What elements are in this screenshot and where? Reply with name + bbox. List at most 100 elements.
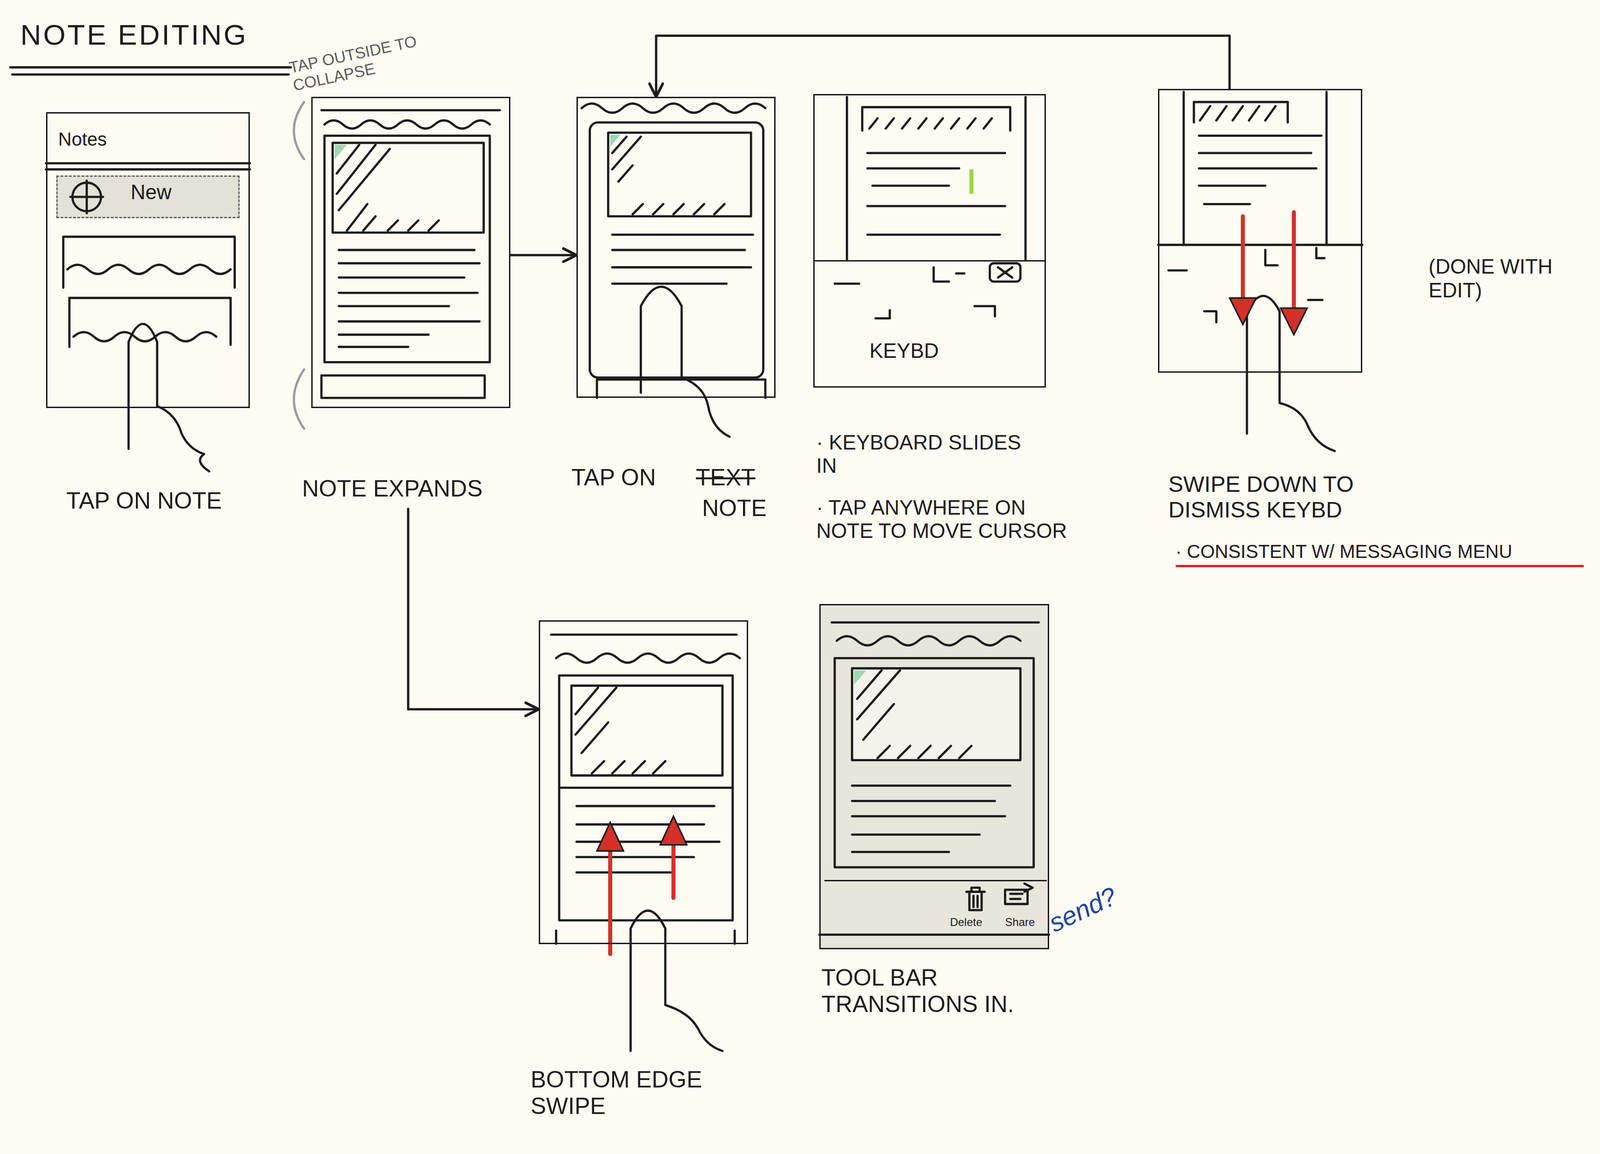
sketch-stroke (1158, 243, 1363, 247)
sketch-stroke (294, 101, 305, 429)
phone-screen: NotesTAP ON NOTENew (46, 112, 251, 409)
green-accents (334, 134, 867, 685)
sketch-stroke (575, 687, 666, 774)
phone-screen: TOOL BAR TRANSITIONS IN.DeleteShare (819, 603, 1049, 949)
step-caption: TAP ON (571, 464, 684, 492)
step-caption: BOTTOM EDGE SWIPE (530, 1066, 765, 1120)
keyboard-label: KEYBD (869, 339, 939, 363)
phone-screen: BOTTOM EDGE SWIPE (538, 620, 749, 944)
shaded-screen (819, 603, 1049, 949)
step-caption: SWIPE DOWN TO DISMISS KEYBD (1168, 471, 1392, 523)
sketch-stroke (336, 144, 439, 231)
sketch-stroke (596, 379, 766, 398)
sketch-stroke (589, 122, 764, 378)
sketch-stroke (1010, 883, 1033, 899)
sketch-stroke (610, 212, 1294, 954)
button-label: New (130, 180, 172, 205)
toolbar: Delete Share (824, 879, 1047, 933)
sketch-stroke (596, 297, 1307, 851)
button-fill (56, 175, 241, 219)
step-caption: NOTE EXPANDS (301, 475, 522, 503)
sketch-stroke (610, 134, 621, 147)
step-caption: NOTE (702, 495, 794, 523)
screen-header: Notes (58, 128, 191, 150)
sketch-stroke (581, 103, 766, 114)
sketch-stroke (70, 180, 103, 214)
sketch-stroke (332, 142, 484, 233)
sketch-stroke (571, 685, 723, 776)
struck-word: TEXT (696, 464, 778, 492)
step-note: · CONSISTENT W/ MESSAGING MENU (1175, 540, 1584, 568)
step-note: · KEYBOARD SLIDES IN (816, 430, 1031, 478)
sketch-stroke (128, 323, 209, 472)
sketch-stroke (856, 670, 972, 759)
sketch-stroke (834, 657, 1034, 868)
sketch-stroke (338, 249, 480, 347)
toolbar-label: Delete (950, 915, 983, 929)
phone-screen: NOTE EXPANDS (311, 96, 511, 409)
sketch-stroke (1198, 135, 1322, 205)
sketch-stroke (576, 805, 720, 873)
sketch-stroke (831, 621, 1039, 624)
phone-screen: · KEYBOARD SLIDES IN· TAP ANYWHERE ON NO… (813, 93, 1046, 389)
sketch-stroke (324, 120, 490, 129)
sketch-stroke (966, 887, 985, 911)
sketch-stroke (559, 786, 733, 789)
side-note: (DONE WITH EDIT) (1428, 254, 1582, 302)
sketch-stroke (612, 136, 725, 215)
sketch-stroke (559, 675, 733, 921)
sketch-stroke (612, 234, 754, 284)
question-note: send? (1044, 881, 1122, 939)
step-caption: TAP ON NOTE (66, 487, 287, 515)
text-cursor (969, 169, 974, 195)
sketch-strokes (10, 67, 1363, 1052)
sketch-stroke (867, 153, 1005, 235)
sketch-stroke (640, 286, 730, 437)
step-note: · TAP ANYWHERE ON NOTE TO MOVE CURSOR (816, 495, 1077, 543)
sketch-stroke (324, 135, 490, 363)
sketch-stroke (851, 668, 1021, 760)
sketch-stroke (69, 297, 231, 347)
sketch-stroke (63, 236, 235, 288)
sketch-stroke (321, 375, 485, 398)
sketch-stroke (555, 653, 740, 663)
sketch-stroke (608, 132, 751, 217)
sketch-stroke (555, 930, 735, 944)
flow-arrow (656, 35, 1230, 98)
sketch-stroke (334, 144, 347, 160)
sketch-stroke (869, 118, 992, 129)
annotation-note: TAP OUTSIDE TO COLLAPSE (287, 20, 475, 95)
sketch-stroke (550, 633, 737, 636)
sketch-stroke (834, 267, 995, 319)
sketch-stroke (1193, 101, 1288, 123)
sketch-stroke (846, 96, 1026, 261)
sketch-stroke (1199, 106, 1276, 121)
sketch-stroke (46, 163, 251, 170)
keyboard-area: KEYBD (813, 260, 1046, 388)
sketch-stroke (10, 67, 291, 75)
sketch-stroke (321, 108, 501, 112)
sketch-stroke (1183, 91, 1327, 245)
flow-arrow (408, 508, 539, 710)
new-note-button: New (56, 175, 241, 219)
diagram-title: NOTE EDITING (20, 18, 248, 52)
sketch-stroke (73, 332, 217, 342)
sketch-stroke (851, 785, 1011, 852)
phone-screen: SWIPE DOWN TO DISMISS KEYBD· CONSISTENT … (1158, 88, 1363, 373)
swipe-arrows (596, 212, 1307, 954)
sketch-stroke (836, 635, 1021, 646)
sketch-stroke (854, 670, 867, 685)
flow-arrow (510, 254, 577, 257)
sketch-stroke (862, 107, 1011, 131)
sketch-stroke (67, 264, 231, 275)
sketch-stroke (989, 263, 1021, 282)
sketch-stroke (630, 910, 723, 1052)
phone-screen: TAP ONTEXTNOTE (576, 96, 776, 398)
sketch-stroke (819, 933, 1049, 936)
step-caption: TOOL BAR TRANSITIONS IN. (821, 964, 1077, 1018)
sketch-stroke (997, 267, 1013, 278)
toolbar-label: Share (1004, 915, 1035, 929)
